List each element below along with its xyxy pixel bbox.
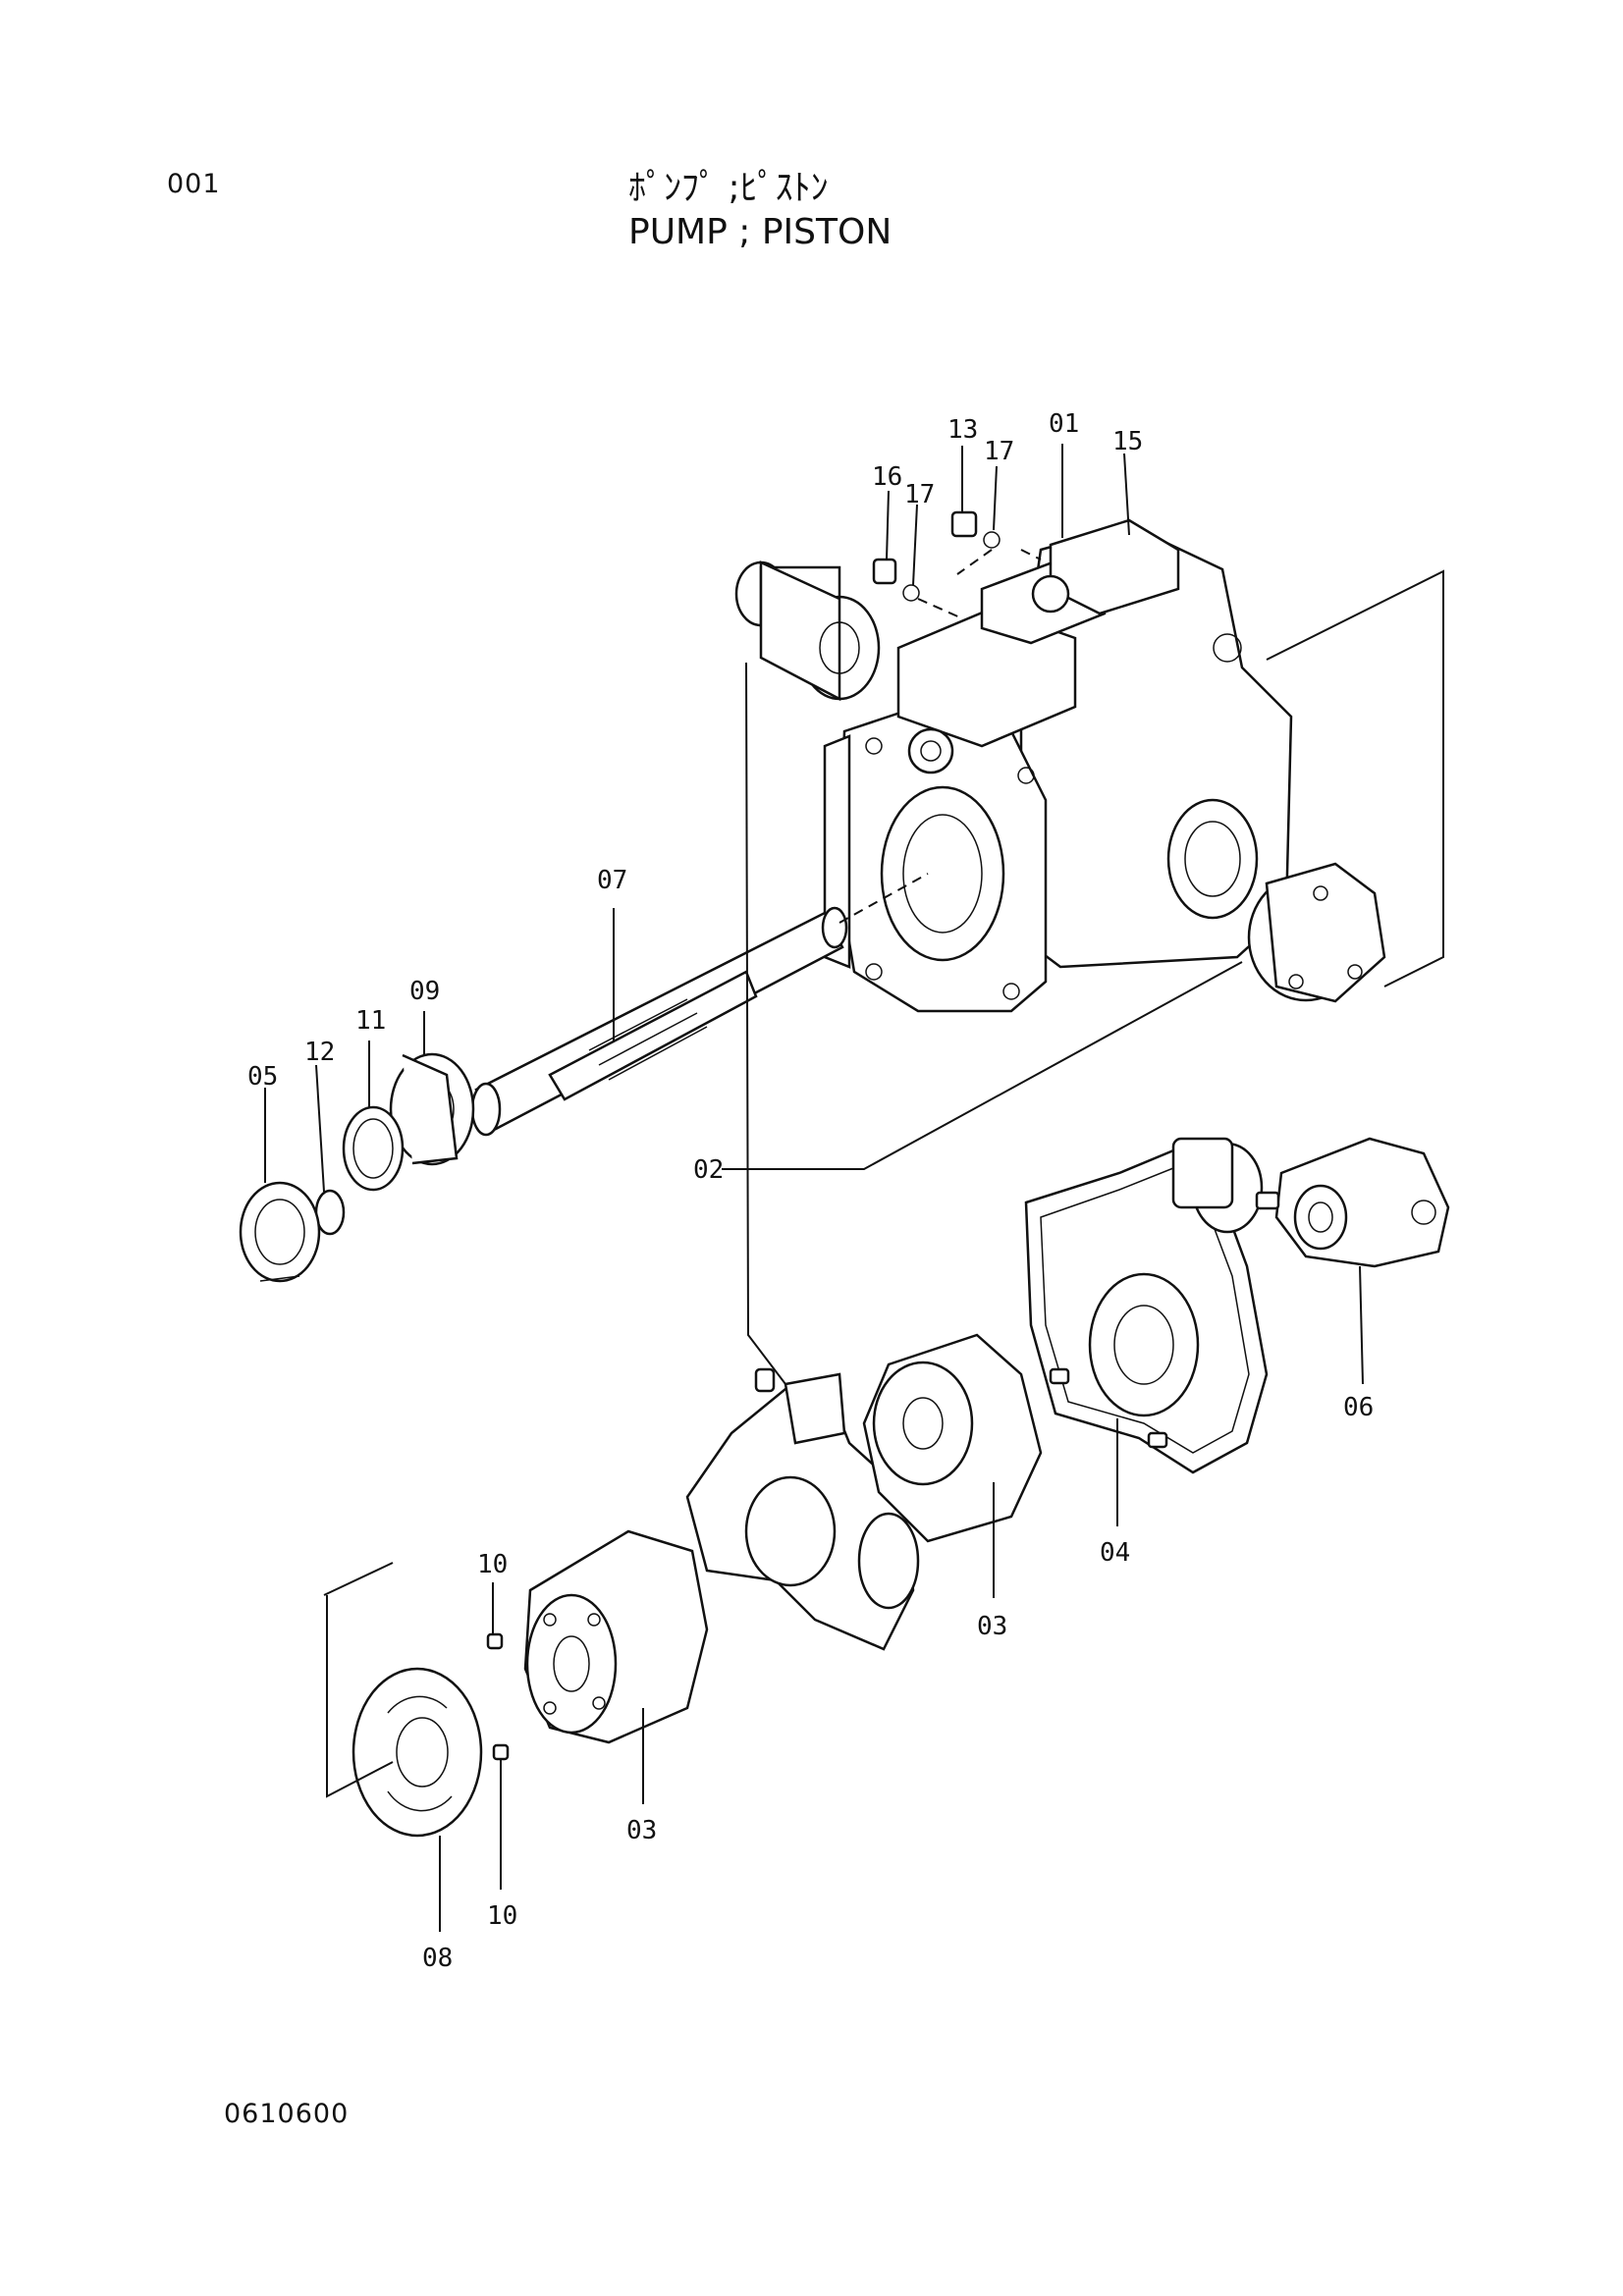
fit-line-shaft (839, 873, 929, 924)
swash-plate (685, 1367, 920, 1651)
fit-line-plugs (917, 549, 1042, 619)
callout-13: 13 (947, 415, 978, 445)
housing-bracket-line (1266, 569, 1444, 988)
oil-seal (239, 1181, 321, 1283)
callout-02: 02 (693, 1155, 724, 1185)
spool-assembly (734, 561, 881, 702)
end-cover (1024, 1137, 1269, 1474)
callout-03-upper: 03 (977, 1612, 1007, 1641)
callout-06: 06 (1343, 1393, 1374, 1422)
callout-01: 01 (1049, 409, 1079, 439)
rear-cap (1247, 862, 1386, 1003)
small-plugs (872, 510, 1001, 602)
gear-pump (1255, 1137, 1450, 1268)
bearing (389, 1052, 475, 1166)
callout-10-lower: 10 (487, 1901, 517, 1931)
pin-upper (486, 1632, 504, 1650)
callout-16: 16 (872, 462, 902, 492)
title-japanese: ﾎﾟﾝﾌﾟ ;ﾋﾟｽﾄﾝ (628, 168, 829, 208)
callout-10-upper: 10 (477, 1550, 508, 1579)
leader-lines (264, 444, 1364, 1932)
callout-04: 04 (1100, 1538, 1130, 1568)
callout-12: 12 (304, 1038, 335, 1067)
callout-09: 09 (409, 977, 440, 1006)
callout-07: 07 (597, 866, 627, 895)
title-english: PUMP ; PISTON (628, 212, 893, 252)
pump-housing (823, 518, 1293, 1013)
callout-05: 05 (247, 1062, 278, 1092)
callout-17-upper: 17 (984, 437, 1014, 466)
valve-plate-bracket-line (323, 1562, 394, 1798)
pin-lower (492, 1743, 510, 1761)
valve-plate-block (862, 1333, 1043, 1543)
callout-15: 15 (1112, 427, 1143, 456)
reference-number: 0610600 (224, 2099, 350, 2129)
callout-03-lower: 03 (626, 1816, 657, 1845)
snap-ring (314, 1189, 346, 1236)
page-number: 001 (167, 169, 221, 199)
callout-08: 08 (422, 1944, 453, 1973)
cylinder-block (523, 1529, 709, 1744)
callout-17-lower: 17 (904, 480, 935, 509)
valve-plate (352, 1667, 483, 1838)
drive-shaft (470, 906, 848, 1137)
callout-11: 11 (355, 1006, 386, 1036)
